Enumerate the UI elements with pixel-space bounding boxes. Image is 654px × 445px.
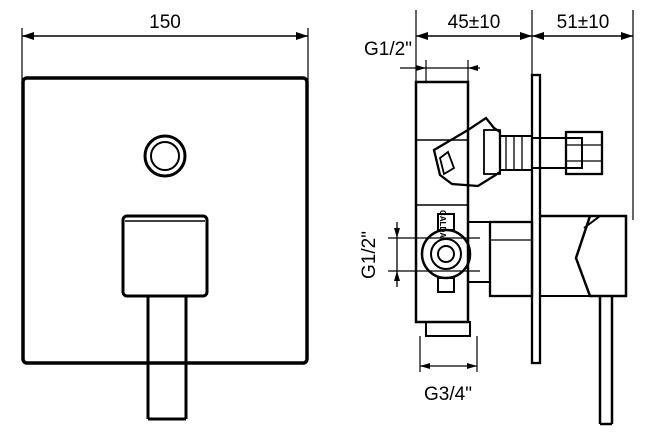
lever-side-profile bbox=[539, 214, 628, 426]
bottom-connection-label: G3/4" bbox=[424, 384, 472, 405]
depth-label-1: 45±10 bbox=[448, 12, 501, 33]
diverter-button bbox=[143, 134, 187, 178]
top-connection-label: G1/2" bbox=[364, 39, 412, 60]
side-connection-fitting bbox=[420, 213, 472, 293]
wall-plate bbox=[530, 73, 542, 365]
width-label: 150 bbox=[149, 12, 181, 33]
cover-plate bbox=[21, 76, 309, 365]
side-connection-label: G1/2" bbox=[359, 231, 380, 279]
lever-body bbox=[121, 214, 209, 298]
mixing-cartridge bbox=[467, 220, 534, 298]
depth-dimensions: 45±10 51±10 bbox=[415, 10, 634, 220]
width-dimension: 150 bbox=[21, 12, 309, 80]
diverter-cartridge bbox=[432, 116, 604, 188]
depth-label-2: 51±10 bbox=[557, 12, 610, 33]
top-connection-dimension: G1/2" bbox=[364, 39, 480, 82]
front-view: 150 bbox=[21, 12, 309, 421]
bottom-connection-dimension: G3/4" bbox=[419, 336, 478, 405]
side-connection-dimension: G1/2" bbox=[359, 222, 480, 287]
valve-body bbox=[414, 80, 471, 337]
side-view: 45±10 51±10 G1/2" bbox=[359, 10, 634, 426]
lever-handle bbox=[146, 296, 188, 421]
body-marking: CALDA bbox=[438, 210, 447, 238]
